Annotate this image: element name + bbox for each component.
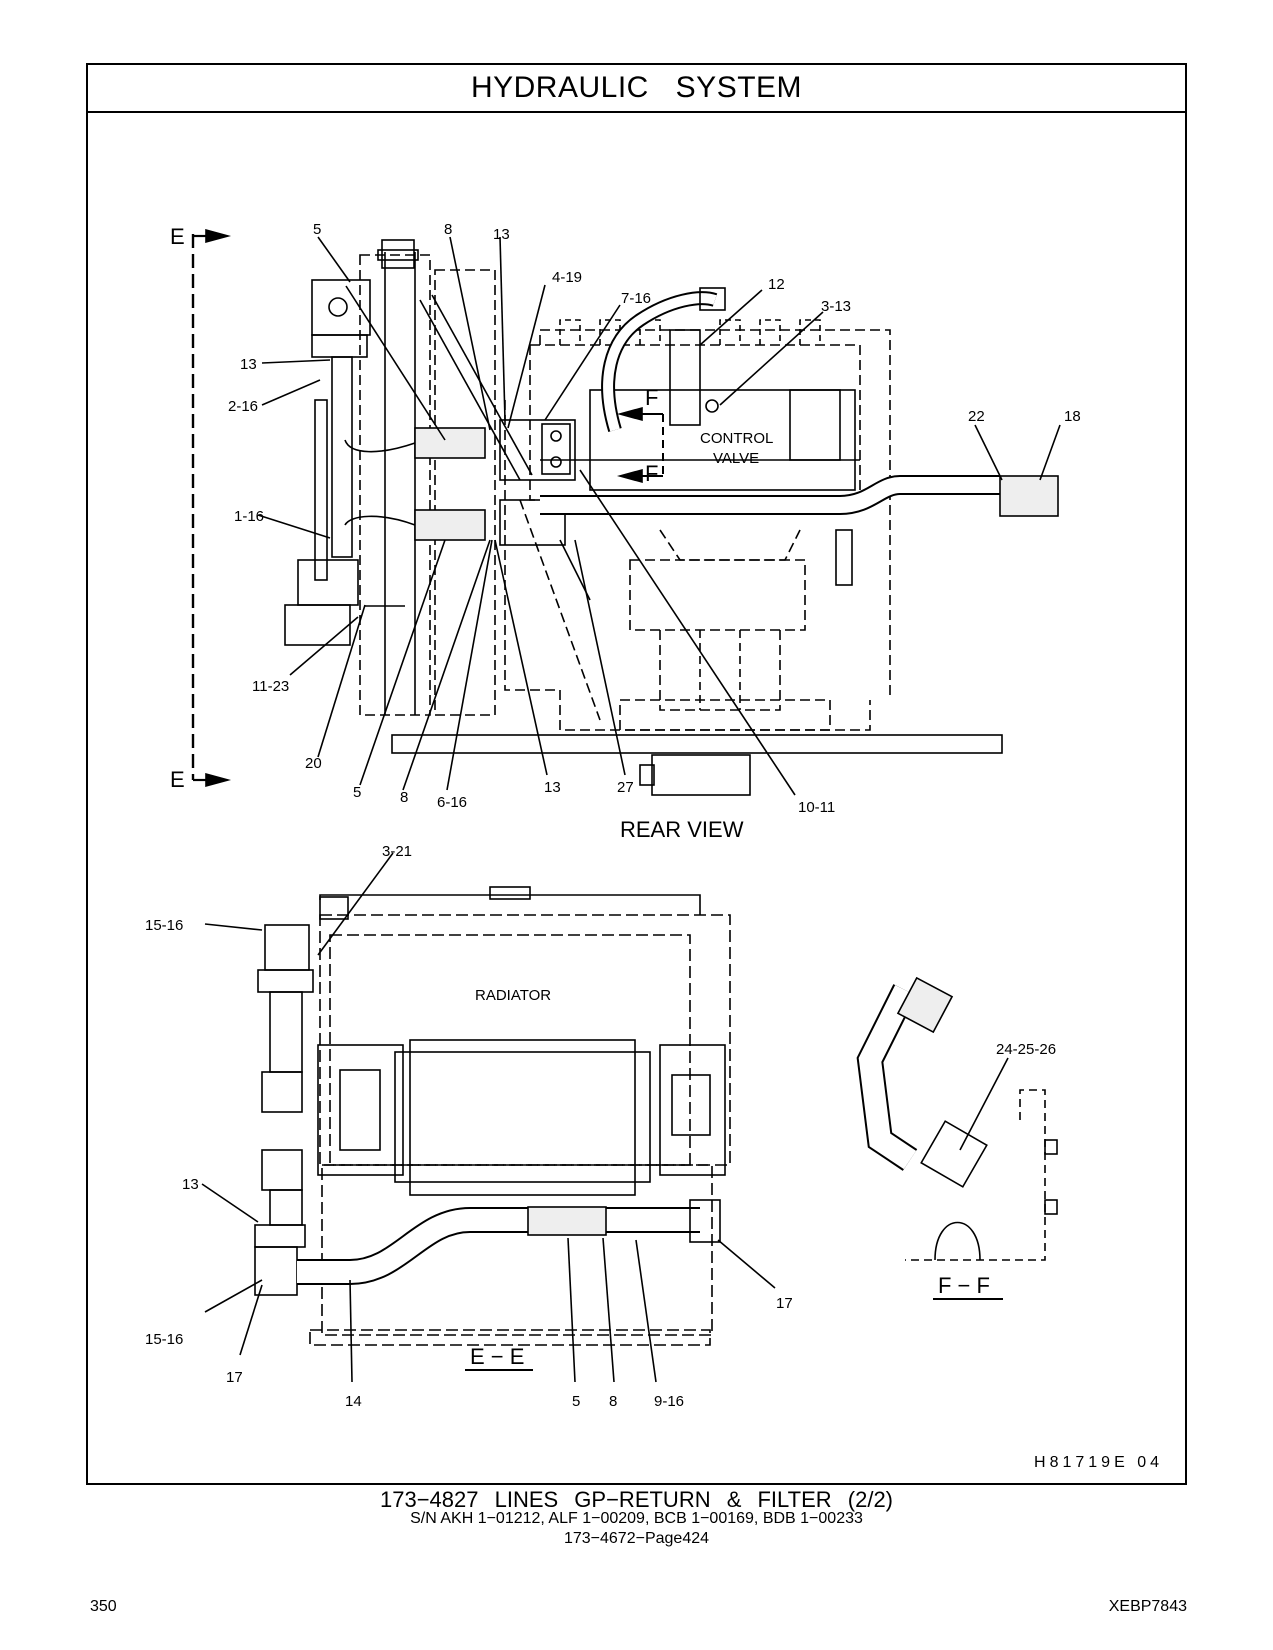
hose-outlet	[999, 475, 1059, 517]
hose-filter-lower	[414, 509, 486, 541]
callout: 2-16	[228, 398, 258, 415]
e-marker-bottom: E	[170, 767, 185, 792]
callout: 22	[968, 408, 985, 425]
callout: 5	[353, 784, 361, 801]
callout: 5	[313, 221, 321, 238]
callout: 15-16	[145, 917, 183, 934]
left-fitting-upper	[311, 279, 371, 336]
callout: 8	[400, 789, 408, 806]
callout: 11-23	[252, 678, 289, 695]
control-valve	[589, 389, 856, 491]
callout: 3-21	[382, 843, 412, 860]
caption-serial-numbers: S/N AKH 1−01212, ALF 1−00209, BCB 1−0016…	[410, 1510, 863, 1527]
e-marker-top: E	[170, 224, 185, 249]
callout: 14	[345, 1393, 362, 1410]
hose-ee	[527, 1206, 607, 1236]
callout: 10-11	[798, 799, 835, 816]
caption-page-ref: 173−4672−Page424	[563, 1530, 710, 1547]
callout: 15-16	[145, 1331, 183, 1348]
callout: 13	[240, 356, 257, 373]
callout: 13	[544, 779, 561, 796]
hose-filter-upper	[414, 427, 486, 459]
control-valve-label-2: VALVE	[713, 450, 759, 467]
callout: 12	[768, 276, 785, 293]
callout: 8	[609, 1393, 617, 1410]
callout: 17	[776, 1295, 793, 1312]
drawing-frame: HYDRAULIC SYSTEM	[86, 63, 1187, 1485]
control-valve-label-1: CONTROL	[700, 430, 773, 447]
radiator-outline-ee	[319, 914, 731, 1166]
callout: 7-16	[621, 290, 651, 307]
callout: 5	[572, 1393, 580, 1410]
drawing-reference: H81719E 04	[1034, 1454, 1163, 1471]
f-marker-top: F	[645, 385, 658, 410]
radiator-label: RADIATOR	[475, 987, 551, 1004]
callout: 4-19	[552, 269, 582, 286]
callout: 24-25-26	[996, 1041, 1056, 1058]
page-number: 350	[90, 1598, 117, 1615]
fan-shroud	[409, 1039, 636, 1196]
f-marker-bottom: F	[645, 461, 658, 486]
section-ee-label: E − E	[470, 1344, 524, 1369]
callout: 13	[182, 1176, 199, 1193]
document-code: XEBP7843	[1108, 1598, 1187, 1615]
rear-view-label: REAR VIEW	[620, 817, 744, 842]
callout: 3-13	[821, 298, 851, 315]
callout: 17	[226, 1369, 243, 1386]
page-title: HYDRAULIC SYSTEM	[88, 65, 1185, 113]
radiator-core	[359, 254, 431, 716]
callout: 8	[444, 221, 452, 238]
callout: 9-16	[654, 1393, 684, 1410]
callout: 27	[617, 779, 634, 796]
callout: 1-16	[234, 508, 264, 525]
filter-block	[499, 419, 576, 481]
section-ff-label: F − F	[938, 1273, 990, 1298]
callout: 18	[1064, 408, 1081, 425]
caption-part-number: 173−4827 LINES GP−RETURN & FILTER (2/2)	[380, 1487, 893, 1512]
base-plate	[391, 734, 1003, 754]
callout: 13	[493, 226, 510, 243]
callout: 6-16	[437, 794, 467, 811]
callout: 20	[305, 755, 322, 772]
